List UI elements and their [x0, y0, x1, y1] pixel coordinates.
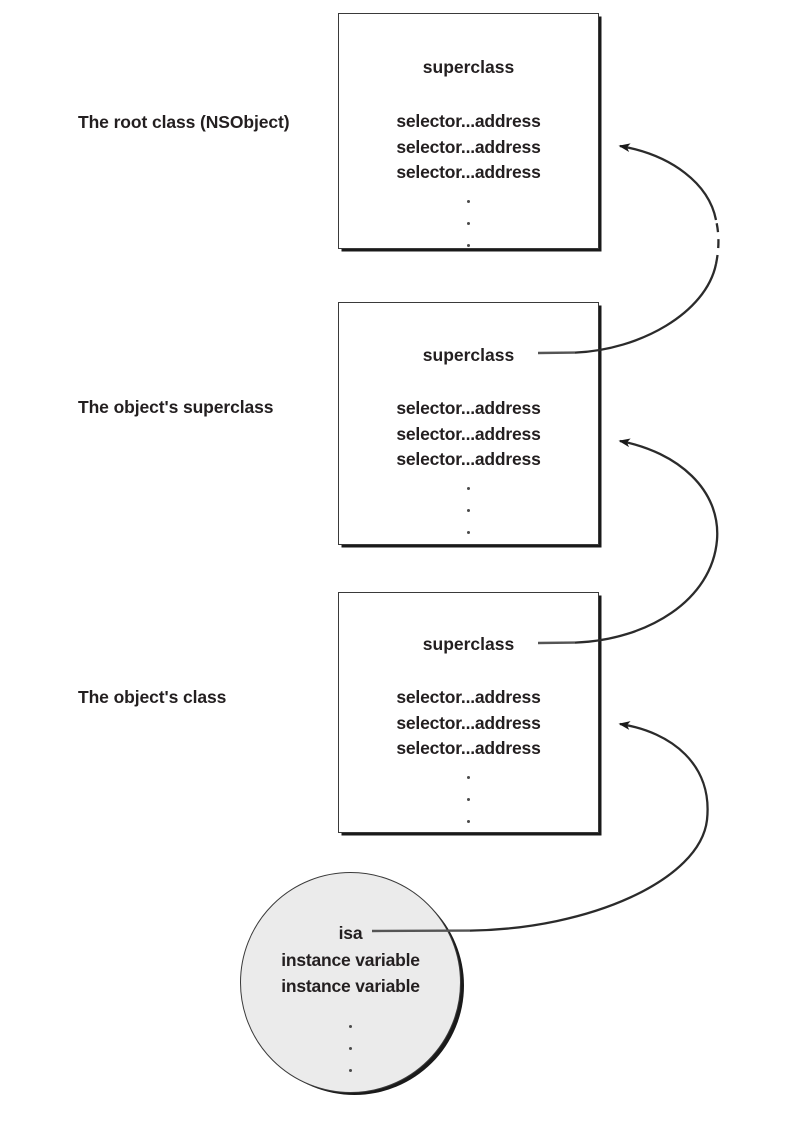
superclass-box-title: superclass	[422, 345, 515, 365]
root-class-box-title: superclass	[422, 57, 515, 77]
instance-variable: instance variable	[281, 950, 420, 970]
isa-label: isa	[338, 923, 363, 943]
connector-dashed-gap	[714, 219, 720, 265]
label-root-class: The root class (NSObject)	[78, 112, 290, 132]
method-entry: selector...address	[396, 398, 541, 418]
object-instance-circle: isa instance variable instance variable	[240, 872, 461, 1093]
method-entry: selector...address	[396, 136, 541, 157]
class-box-entries: selector...address selector...address se…	[339, 685, 598, 762]
method-entry: selector...address	[396, 449, 541, 469]
root-class-box: superclass selector...address selector..…	[338, 13, 599, 249]
superclass-box-entries: selector...address selector...address se…	[339, 396, 598, 473]
root-class-box-ellipsis	[339, 200, 598, 266]
method-entry: selector...address	[396, 423, 541, 444]
method-entry: selector...address	[396, 111, 541, 131]
method-entry: selector...address	[396, 738, 541, 758]
class-box-title: superclass	[422, 634, 515, 654]
label-object-superclass: The object's superclass	[78, 397, 274, 417]
superclass-box-ellipsis	[339, 487, 598, 553]
method-entry: selector...address	[396, 162, 541, 182]
class-box-ellipsis	[339, 776, 598, 842]
label-object-class: The object's class	[78, 687, 227, 707]
instance-variable: instance variable	[281, 976, 420, 996]
method-entry: selector...address	[396, 687, 541, 707]
object-instance-ellipsis	[241, 1025, 460, 1091]
class-box: superclass selector...address selector..…	[338, 592, 599, 833]
superclass-box: superclass selector...address selector..…	[338, 302, 599, 545]
method-entry: selector...address	[396, 712, 541, 733]
root-class-box-entries: selector...address selector...address se…	[339, 109, 598, 186]
